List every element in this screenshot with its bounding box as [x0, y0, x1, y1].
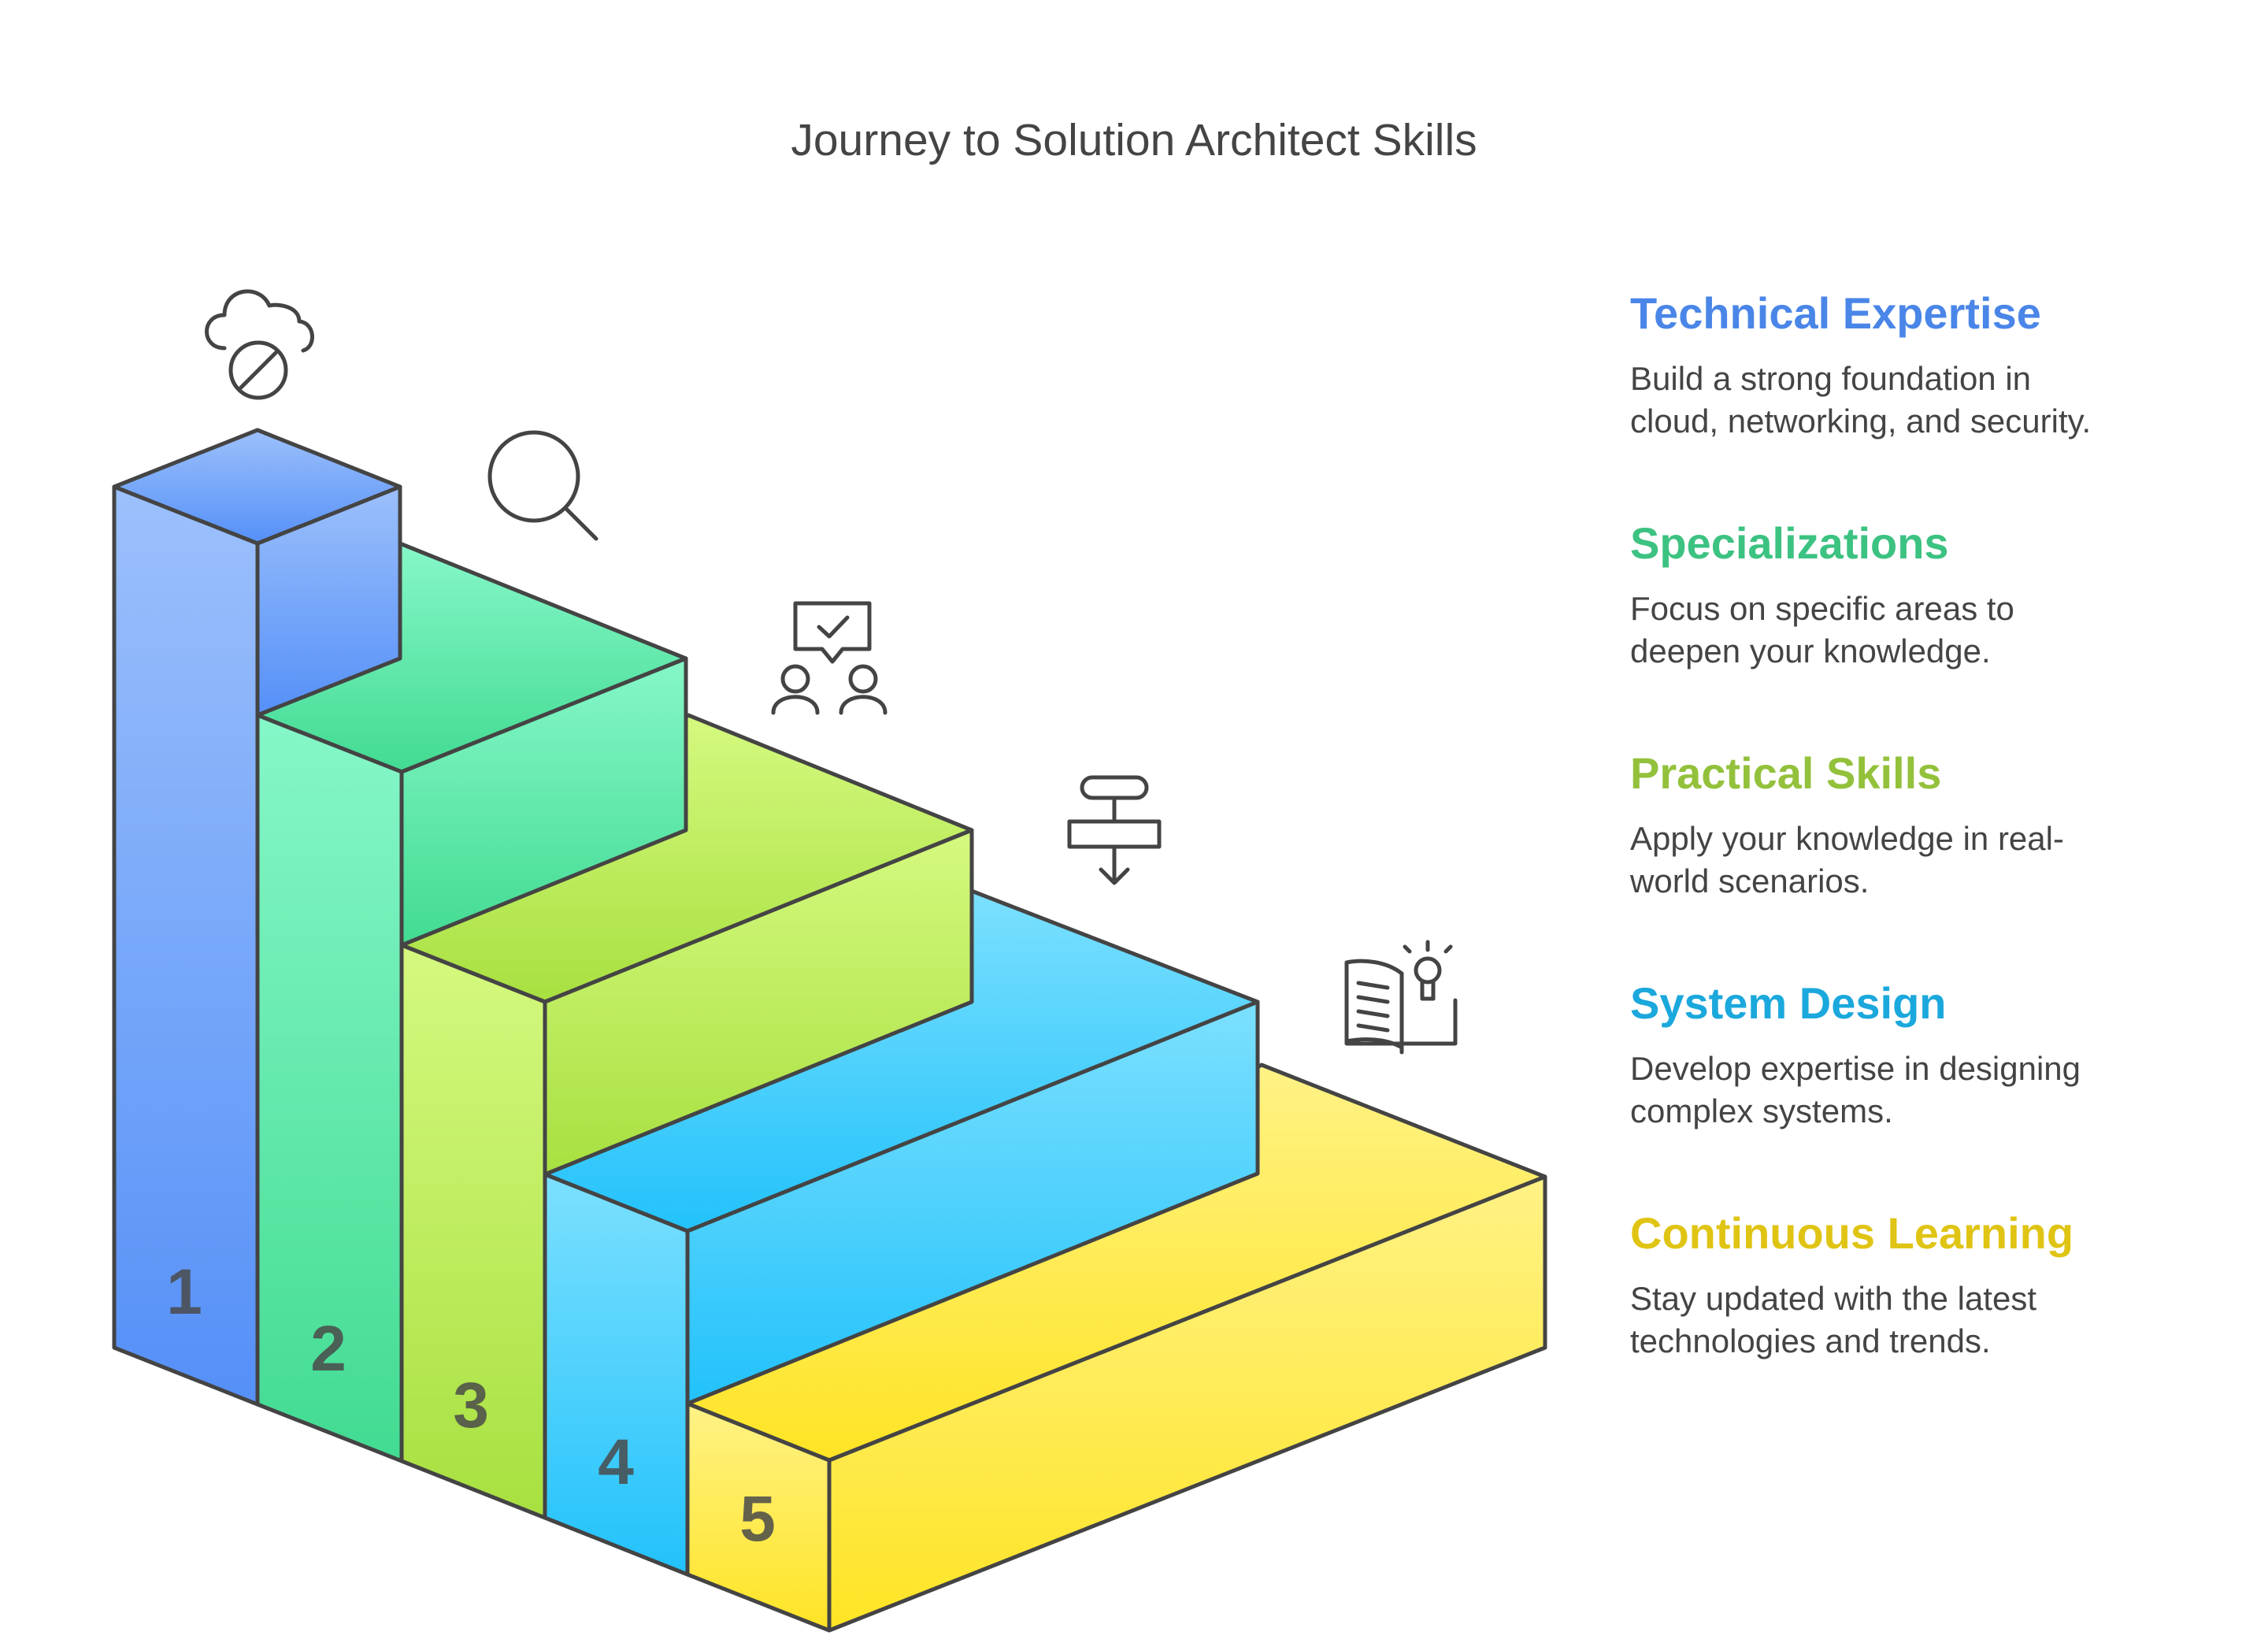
step-block-4: [543, 888, 1260, 1577]
legend-heading: Technical Expertise: [1630, 288, 2041, 338]
legend-description: Stay updated with the latest technologie…: [1630, 1278, 2229, 1363]
legend-description-line: Develop expertise in designing: [1630, 1050, 2081, 1087]
step-block-5: [685, 1063, 1547, 1633]
legend-item-continuous-learning: Continuous Learning Stay updated with th…: [1630, 1204, 2229, 1433]
legend-item-technical-expertise: Technical Expertise Build a strong found…: [1630, 284, 2229, 514]
legend-item-specializations: Specializations Focus on specific areas …: [1630, 514, 2229, 744]
team-approval-icon: [771, 601, 888, 715]
legend-description-line: world scenarios.: [1630, 862, 1870, 899]
step-number-5: 5: [739, 1483, 776, 1555]
legend-heading: Continuous Learning: [1630, 1208, 2074, 1258]
legend-description-line: Focus on specific areas to: [1630, 590, 2014, 627]
magnifier-icon: [487, 430, 598, 541]
legend-description: Build a strong foundation in cloud, netw…: [1630, 358, 2229, 443]
page-title: Journey to Solution Architect Skills: [791, 115, 1477, 165]
legend-description: Apply your knowledge in real- world scen…: [1630, 818, 2229, 903]
step-number-2: 2: [310, 1313, 346, 1385]
step-block-1: [112, 428, 402, 1407]
step-number-4: 4: [598, 1426, 634, 1498]
legend-heading: Practical Skills: [1630, 748, 1942, 798]
legend-description-line: complex systems.: [1630, 1092, 1893, 1129]
step-number-1: 1: [166, 1256, 202, 1328]
legend-description-line: technologies and trends.: [1630, 1322, 1991, 1359]
legend-item-practical-skills: Practical Skills Apply your knowledge in…: [1630, 744, 2229, 974]
legend-description-line: Build a strong foundation in: [1630, 360, 2032, 397]
book-idea-icon: [1344, 940, 1458, 1055]
legend-heading: Specializations: [1630, 518, 1949, 568]
legend-description-line: Stay updated with the latest: [1630, 1280, 2036, 1317]
step-number-3: 3: [453, 1370, 489, 1441]
legend-description-line: deepen your knowledge.: [1630, 632, 1991, 669]
cloud-blocked-icon: [205, 289, 314, 400]
legend-description: Focus on specific areas to deepen your k…: [1630, 588, 2229, 673]
legend-heading: System Design: [1630, 978, 1947, 1028]
legend-item-system-design: System Design Develop expertise in desig…: [1630, 974, 2229, 1204]
legend-description-line: Apply your knowledge in real-: [1630, 820, 2064, 857]
legend-description-line: cloud, networking, and security.: [1630, 402, 2092, 439]
legend-description: Develop expertise in designing complex s…: [1630, 1048, 2229, 1133]
flowchart-icon: [1067, 775, 1162, 885]
legend: Technical Expertise Build a strong found…: [1630, 284, 2229, 1433]
